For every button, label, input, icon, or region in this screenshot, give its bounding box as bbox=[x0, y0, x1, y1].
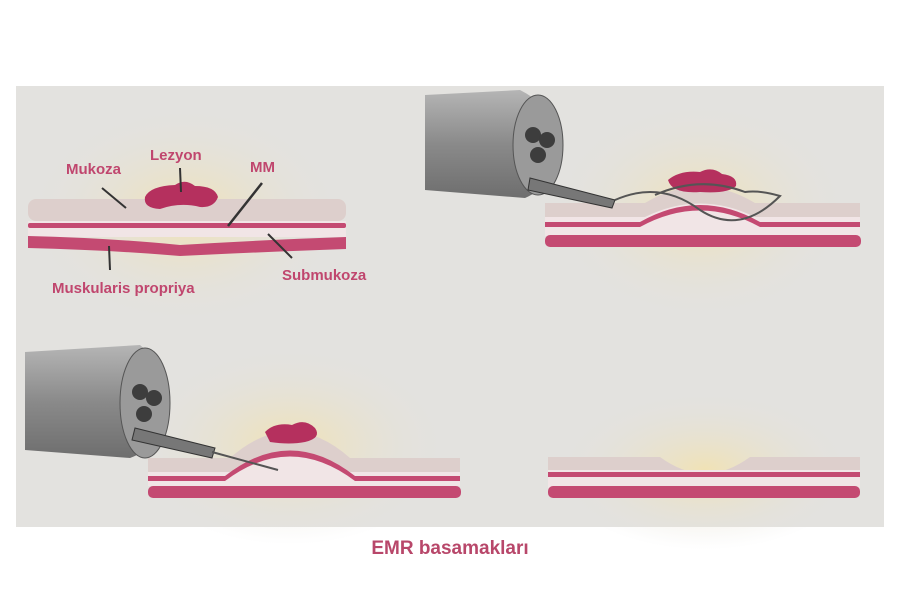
panel-normal-layers: Lezyon Mukoza MM Submukoza Muskularis pr… bbox=[28, 147, 367, 297]
label-muscularis: Muskularis propriya bbox=[52, 280, 195, 297]
endoscope-icon bbox=[425, 90, 616, 209]
endoscope-icon bbox=[25, 345, 279, 471]
label-mucosa: Mukoza bbox=[66, 161, 122, 178]
label-submucosa: Submukoza bbox=[282, 267, 367, 284]
panel-resected bbox=[548, 457, 860, 498]
lesion-shape bbox=[144, 181, 218, 209]
figure-caption: EMR basamakları bbox=[371, 538, 529, 559]
label-lesion: Lezyon bbox=[150, 147, 202, 164]
label-mm: MM bbox=[250, 159, 275, 176]
panel-injection bbox=[25, 345, 461, 498]
panel-snare bbox=[425, 90, 861, 247]
